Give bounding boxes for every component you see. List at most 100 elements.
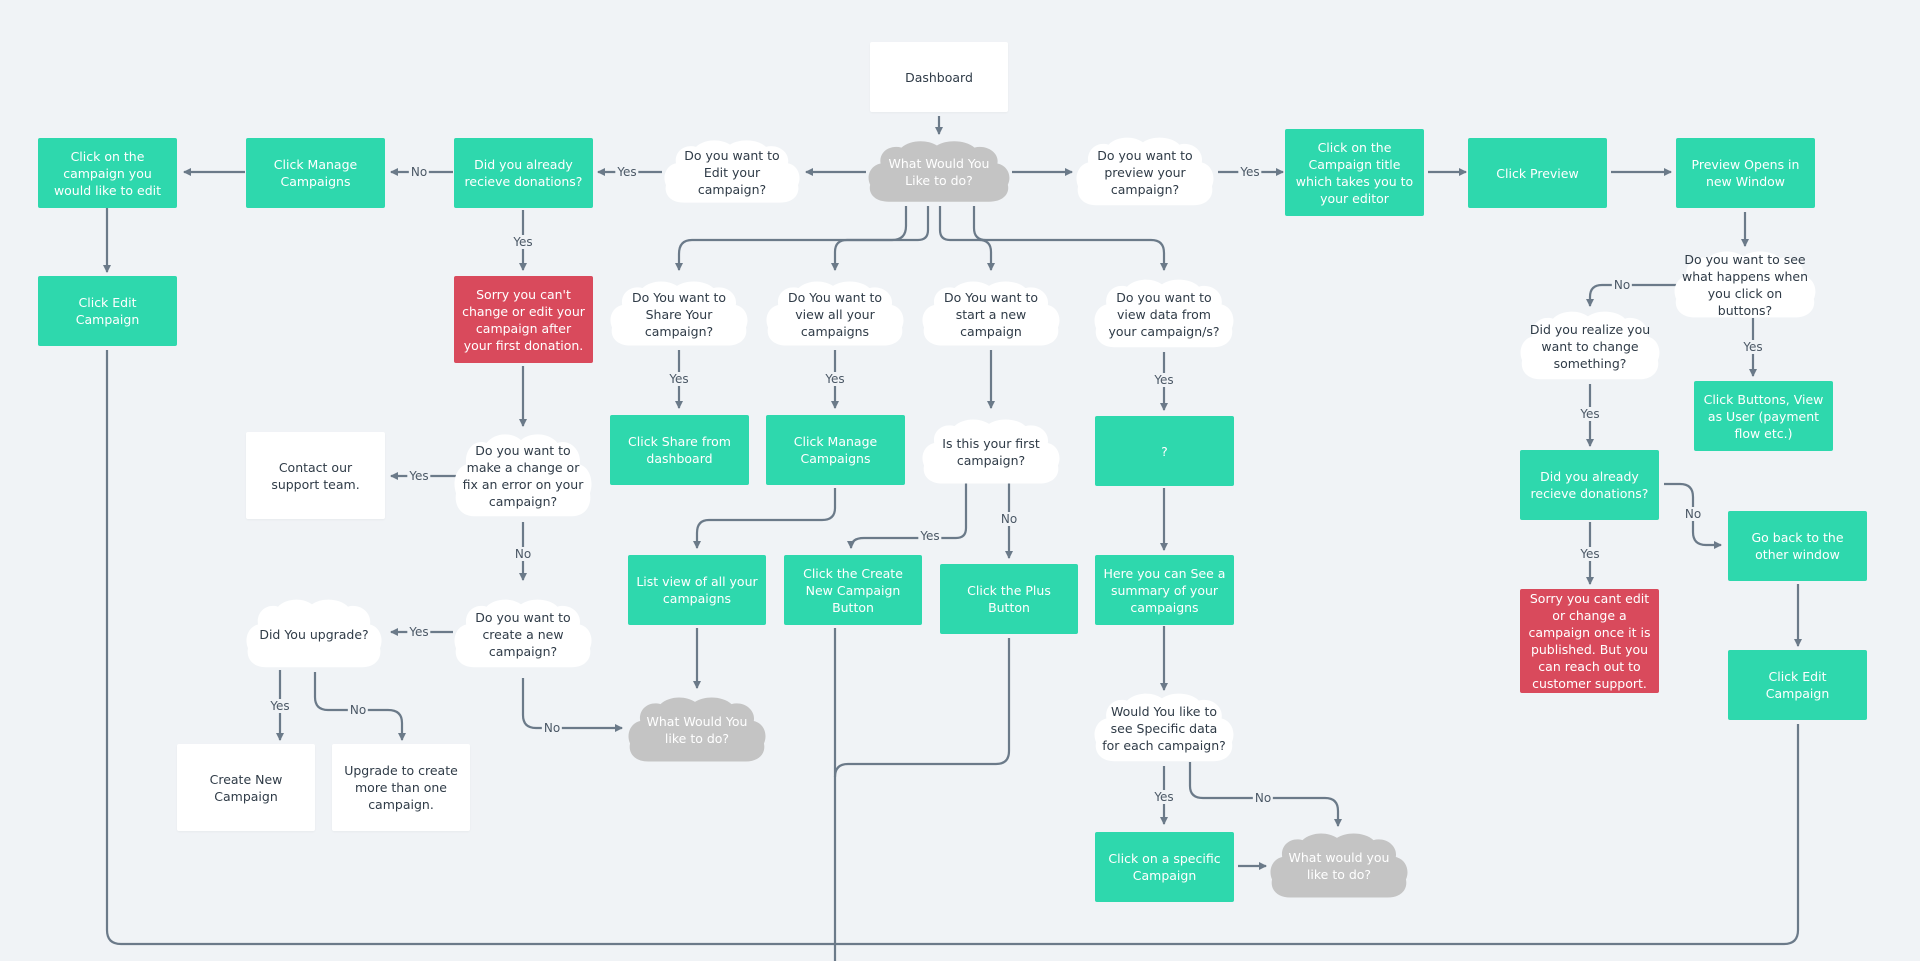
specific-data-question-node: Would You like to see Specific data for … — [1092, 690, 1236, 766]
node-text: Click the Create New Campaign Button — [803, 565, 903, 615]
node-text: List view of all your campaigns — [636, 574, 758, 606]
cloud-shape — [1520, 311, 1660, 380]
edge-label-yes: Yes — [615, 165, 639, 179]
create-new-question-node: Do you want to create a new campaign? — [452, 596, 594, 672]
cloud-shape — [922, 281, 1060, 346]
upgrade-to-create-node: Upgrade to create more than one campaign… — [332, 744, 470, 831]
edge-label-no: No — [347, 703, 369, 717]
start-new-question-node: Do You want to start a new campaign — [920, 278, 1062, 350]
edge-label-yes: Yes — [918, 529, 942, 543]
node-text: Preview Opens in new Window — [1691, 157, 1800, 189]
cloud-shape — [454, 434, 592, 517]
node-text: Do you want to Edit your campaign? — [684, 147, 780, 197]
edge-label-no: No — [1252, 791, 1274, 805]
edge-label-no: No — [408, 165, 430, 179]
edge — [105, 350, 1800, 946]
edge — [675, 206, 908, 271]
cloud-shape — [1076, 137, 1214, 206]
edge-label-no: No — [541, 721, 563, 735]
edge — [521, 678, 623, 732]
node-text: What Would You Like to do? — [888, 156, 990, 188]
contact-support-node: Contact our support team. — [246, 432, 385, 519]
edge-label-no: No — [512, 547, 534, 561]
edge — [833, 638, 1011, 778]
edge — [972, 206, 1168, 271]
edit-campaign-question-node: Do you want to Edit your campaign? — [662, 137, 802, 207]
edge — [938, 206, 995, 271]
node-text: Contact our support team. — [271, 459, 360, 492]
list-view-node: List view of all your campaigns — [628, 555, 766, 625]
node-text: Do you want to view data from your campa… — [1108, 289, 1220, 339]
view-all-question-node: Do You want to view all your campaigns — [764, 278, 906, 350]
edge — [847, 480, 968, 549]
node-text: Did You upgrade? — [259, 626, 369, 642]
node-text: What Would You like to do? — [646, 714, 748, 746]
node-text: Did you realize you want to change somet… — [1529, 321, 1651, 371]
node-text: Click on the campaign you would like to … — [53, 148, 162, 198]
cloud-shape — [1270, 833, 1408, 898]
edge-label-yes: Yes — [1152, 790, 1176, 804]
buttons-question-node: Do you want to see what happens when you… — [1672, 248, 1818, 322]
node-text: Sorry you cant edit or change a campaign… — [1528, 591, 1651, 691]
sorry-cant-change-node: Sorry you can't change or edit your camp… — [454, 276, 593, 363]
node-text: Do you want to create a new campaign? — [475, 609, 571, 659]
realize-change-question-node: Did you realize you want to change somet… — [1518, 308, 1662, 384]
what-would-you-like-hub-node: What Would You Like to do? — [866, 138, 1012, 206]
cloud-shape — [454, 599, 592, 668]
edge-label-no: No — [1611, 278, 1633, 292]
go-back-window-node: Go back to the other window — [1728, 511, 1867, 581]
click-preview-node: Click Preview — [1468, 138, 1607, 208]
click-manage-campaigns-left-node: Click Manage Campaigns — [246, 138, 385, 208]
view-data-question-node: Do you want to view data from your campa… — [1092, 276, 1236, 352]
node-text: Click Edit Campaign — [1765, 669, 1830, 701]
node-text: Do you want to make a change or fix an e… — [462, 443, 584, 509]
click-buttons-view-node: Click Buttons, View as User (payment flo… — [1694, 381, 1833, 451]
node-text: Do You want to view all your campaigns — [788, 289, 882, 339]
edge — [1586, 283, 1677, 307]
node-text: What would you like to do? — [1288, 850, 1390, 882]
edge-label-yes: Yes — [1578, 407, 1602, 421]
node-text: Click the Plus Button — [967, 583, 1051, 615]
cloud-shape — [922, 419, 1060, 484]
cloud-shape — [610, 281, 748, 346]
node-text: Do You want to start a new campaign — [944, 289, 1038, 339]
node-text: Do you want to preview your campaign? — [1097, 147, 1193, 197]
edge-label-yes: Yes — [1741, 340, 1765, 354]
node-text: Did you already recieve donations? — [1530, 469, 1649, 501]
edge — [693, 488, 837, 549]
edge-label-yes: Yes — [1152, 373, 1176, 387]
node-text: Click on a specific Campaign — [1108, 851, 1221, 883]
node-text: Go back to the other window — [1751, 530, 1844, 562]
edge-label-yes: Yes — [1238, 165, 1262, 179]
share-question-node: Do You want to Share Your campaign? — [608, 278, 750, 350]
edge — [831, 206, 930, 271]
cloud-shape — [868, 141, 1010, 202]
node-text: Do you want to see what happens when you… — [1682, 252, 1808, 318]
did-you-upgrade-question-node: Did You upgrade? — [244, 596, 384, 672]
already-donations-right-node: Did you already recieve donations? — [1520, 450, 1659, 520]
cloud-shape — [246, 599, 382, 668]
node-text: Click Preview — [1496, 165, 1579, 181]
sorry-cant-edit-node: Sorry you cant edit or change a campaign… — [1520, 589, 1659, 693]
node-text: Click on the Campaign title which takes … — [1295, 139, 1414, 206]
edge-label-yes: Yes — [407, 469, 431, 483]
node-text: ? — [1161, 443, 1168, 459]
node-text: Click Edit Campaign — [75, 295, 140, 327]
click-edit-campaign-left-node: Click Edit Campaign — [38, 276, 177, 346]
edge-label-no: No — [998, 512, 1020, 526]
edge-label-no: No — [1682, 507, 1704, 521]
cloud-shape — [628, 697, 766, 762]
node-text: Sorry you can't change or edit your camp… — [462, 286, 585, 353]
click-share-node: Click Share from dashboard — [610, 415, 749, 485]
node-text: Is this your first campaign? — [942, 436, 1040, 468]
first-campaign-question-node: Is this your first campaign? — [920, 416, 1062, 488]
make-change-question-node: Do you want to make a change or fix an e… — [452, 430, 594, 522]
node-text: Click Buttons, View as User (payment flo… — [1703, 391, 1824, 441]
click-on-campaign-edit-node: Click on the campaign you would like to … — [38, 138, 177, 208]
edge-label-yes: Yes — [1578, 547, 1602, 561]
already-donations-node: Did you already recieve donations? — [454, 138, 593, 208]
node-text: Click Manage Campaigns — [793, 434, 878, 466]
node-text: Dashboard — [905, 69, 973, 85]
node-text: Upgrade to create more than one campaign… — [344, 763, 458, 812]
create-new-campaign-node: Create New Campaign — [177, 744, 315, 831]
